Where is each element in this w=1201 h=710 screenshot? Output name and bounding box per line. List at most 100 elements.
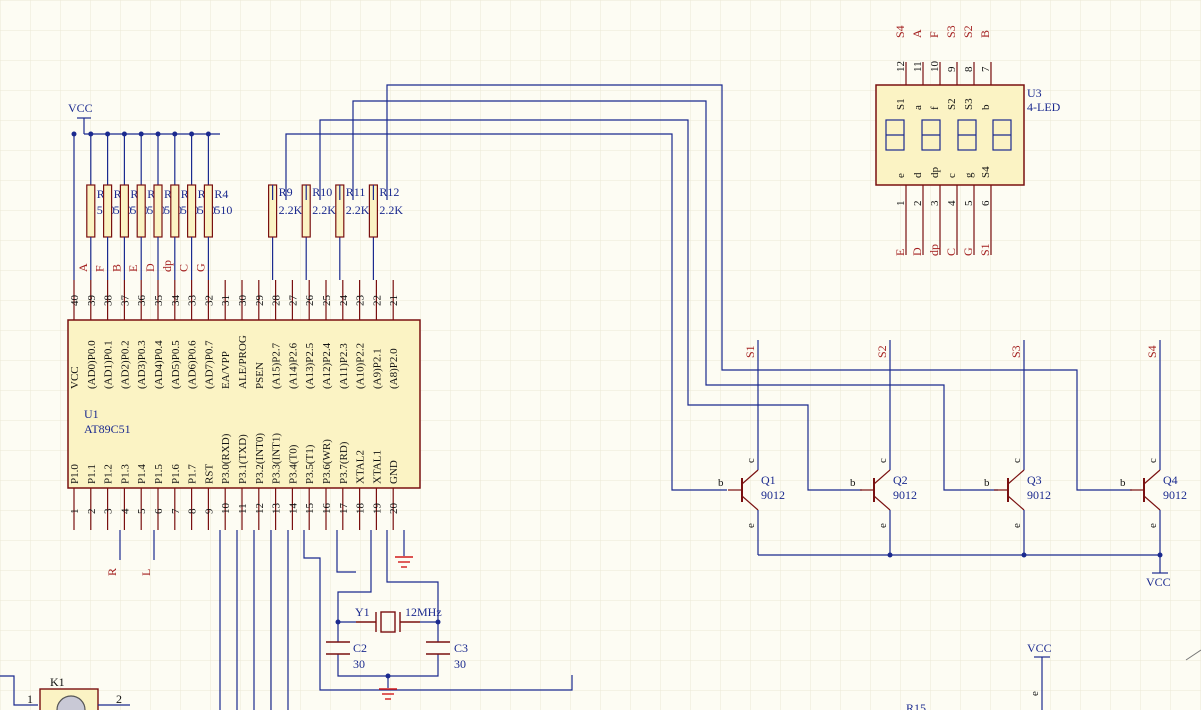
- u1-pin-name: (AD1)P0.1: [103, 340, 115, 389]
- u3-pin-name: c: [946, 173, 958, 178]
- transistor-ref: Q2: [893, 473, 908, 487]
- u3-pin-name: S3: [963, 98, 975, 110]
- junction-dot: [138, 131, 144, 137]
- resistor-body[interactable]: [86, 184, 96, 238]
- u1-pin-name: P1.4: [136, 464, 148, 484]
- transistor-collector-lead: [741, 469, 759, 485]
- u3-pin-number: 3: [929, 200, 941, 206]
- u3-pin-number: 7: [980, 66, 992, 72]
- resistor-body[interactable]: [119, 184, 130, 238]
- u1-pin-number: 9: [203, 508, 215, 514]
- crystal-y1[interactable]: [356, 611, 420, 633]
- u1-pin-name: (AD5)P0.5: [170, 340, 182, 389]
- u1-pin-number: 13: [271, 503, 283, 515]
- capacitor-c3[interactable]: [426, 641, 450, 655]
- digit-drive-wires: [285, 84, 1132, 491]
- transistor-emitter-lead: [1143, 495, 1161, 511]
- segment-net-label: dp: [160, 260, 174, 272]
- u1-top-pin-group: 40VCC39(AD0)P0.038(AD1)P0.137(AD2)P0.236…: [69, 280, 400, 389]
- u1-pin-number: 25: [321, 295, 333, 307]
- u3-pin-number: 1: [895, 201, 907, 207]
- transistor-base-label: b: [1120, 477, 1126, 489]
- transistor-collector-lead: [1007, 469, 1025, 485]
- u1-pin-number: 1: [69, 509, 81, 515]
- u1-pin-number: 5: [136, 508, 148, 514]
- digit-resistor-value: 2.2K: [312, 203, 336, 217]
- segment-net-label: G: [193, 263, 207, 272]
- u1-pin-number: 39: [86, 295, 98, 307]
- u1-pin-number: 21: [388, 295, 400, 306]
- k1-pin1: 1: [27, 692, 33, 706]
- u3-net-label: G: [961, 247, 975, 256]
- u1-pin-name: P1.2: [103, 464, 115, 484]
- u1-pin-name: P1.1: [86, 464, 98, 484]
- resistor-body[interactable]: [203, 184, 213, 238]
- junction-dot: [172, 131, 178, 137]
- transistor-net-label: S4: [1145, 345, 1159, 358]
- u1-pin-name: ALE/PROG: [237, 335, 249, 389]
- u1-chip[interactable]: U1 AT89C51 40VCC39(AD0)P0.038(AD1)P0.137…: [67, 280, 421, 530]
- u3-pin-name: S4: [980, 166, 992, 178]
- crystal-ref: Y1: [355, 605, 370, 619]
- u3-net-label: D: [910, 247, 924, 256]
- u1-pin-name: (AD4)P0.4: [153, 340, 165, 389]
- transistor-vcc-label: VCC: [1146, 575, 1171, 589]
- resistor-body[interactable]: [136, 184, 146, 238]
- u1-pin-number: 35: [153, 295, 165, 307]
- capacitor-c2[interactable]: [326, 641, 350, 655]
- u1-pin-number: 32: [203, 295, 215, 306]
- resistor-body[interactable]: [102, 184, 113, 238]
- resistor-body[interactable]: [153, 184, 163, 238]
- digit-resistor-ref: R11: [346, 185, 366, 199]
- u3-pin-number: 12: [895, 61, 907, 72]
- u1-pin-number: 36: [136, 295, 148, 307]
- u1-pin-name: P3.0(RXD): [220, 433, 232, 484]
- transistor-emitter-label: e: [877, 523, 889, 528]
- segment-net-label: B: [109, 264, 123, 272]
- transistor-ref: Q3: [1027, 473, 1042, 487]
- u3-pin-number: 10: [929, 61, 941, 73]
- u3-pin-name: dp: [929, 167, 941, 179]
- u1-pin-name: EA/VPP: [220, 351, 232, 389]
- u1-pin-number: 34: [170, 295, 182, 307]
- resistor-value: 510: [214, 203, 232, 217]
- u3-designator: U3: [1027, 86, 1042, 100]
- switch-k1[interactable]: K1 1 2: [0, 675, 130, 710]
- u3-part: 4-LED: [1027, 100, 1061, 114]
- resistor-array[interactable]: R1510R2510R3510R5510R6510R7510R8510R4510: [71, 131, 233, 281]
- u3-net-label: B: [978, 30, 992, 38]
- u1-pin-number: 4: [119, 508, 131, 514]
- oscillator-circuit[interactable]: Y1 12MHz C2 30 C3 30: [326, 530, 468, 700]
- u1-pin-name: P3.3(INT1): [271, 433, 283, 484]
- segment-net-label: A: [76, 263, 90, 272]
- c2-value: 30: [353, 657, 365, 671]
- u1-body: [67, 319, 421, 489]
- u1-pin-name: VCC: [69, 366, 81, 389]
- u1-pin-number: 18: [355, 503, 367, 515]
- u3-pin-group: 12S1S411aA10fF9S2S38S3S27bB1eE2dD3dpdp4c…: [893, 25, 992, 256]
- digit-resistor-ref: R10: [312, 185, 332, 199]
- u1-pin-name: XTAL1: [371, 450, 383, 484]
- u3-pin-number: 5: [963, 200, 975, 206]
- resistor-ref: R4: [214, 187, 228, 201]
- resistor-body[interactable]: [170, 184, 180, 238]
- u1-pin-name: (AD6)P0.6: [187, 340, 199, 389]
- u3-display[interactable]: U3 4-LED 12S1S411aA10fF9S2S38S3S27bB1eE2…: [875, 25, 1061, 256]
- resistor-body[interactable]: [187, 184, 197, 238]
- junction-dot: [121, 131, 127, 137]
- digit-resistor-value: 2.2K: [279, 203, 303, 217]
- transistor-type: 9012: [761, 488, 785, 502]
- u3-pin-name: a: [912, 105, 924, 110]
- u3-pin-name: e: [895, 173, 907, 178]
- p1-net-labels: R L: [105, 568, 153, 576]
- u1-pin-number: 22: [371, 295, 383, 306]
- u3-pin-name: f: [929, 106, 941, 110]
- u1-pin-name: (A14)P2.6: [287, 342, 299, 389]
